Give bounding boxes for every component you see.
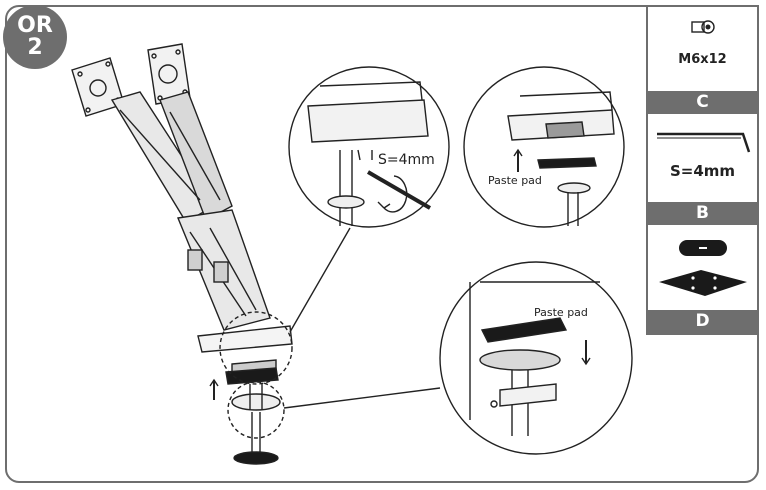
pad-square-cell <box>648 265 757 301</box>
wrench-icon-cell <box>648 119 757 163</box>
paste-pad-label-bottom: Paste pad <box>534 306 588 319</box>
pad-small-cell <box>648 233 757 263</box>
part-letter-b: B <box>648 202 757 225</box>
leader-line-top <box>289 227 351 333</box>
screw-icon <box>690 20 715 34</box>
screw-label: M6x12 <box>678 51 727 67</box>
part-letter-c: C <box>648 91 757 114</box>
leader-line-bottom <box>283 387 441 409</box>
small-pad-icon <box>678 240 727 256</box>
part-letter-d: D <box>648 310 757 333</box>
gas-spring-arms <box>110 91 271 331</box>
wrench-label: S=4mm <box>669 162 736 180</box>
focus-circle-top <box>219 311 293 385</box>
allen-wrench-icon <box>656 132 750 153</box>
parts-panel: M6x12 C S=4mm B D <box>646 5 759 335</box>
detail-wrench <box>288 66 450 228</box>
paste-pad-label-top: Paste pad <box>488 174 542 187</box>
detail-paste-pad-bottom <box>439 261 633 455</box>
vesa-plate-right <box>147 43 191 105</box>
step-badge-line1: OR <box>17 13 53 38</box>
screw-icon-cell <box>648 13 757 41</box>
square-pad-icon <box>658 270 747 296</box>
base-clamp <box>197 325 293 465</box>
detail-paste-pad-top <box>463 66 625 228</box>
step-badge-line2: 2 <box>27 35 43 60</box>
focus-circle-bottom <box>227 381 285 439</box>
step-badge: OR 2 <box>3 5 67 69</box>
wrench-size-callout: S=4mm <box>378 152 435 168</box>
